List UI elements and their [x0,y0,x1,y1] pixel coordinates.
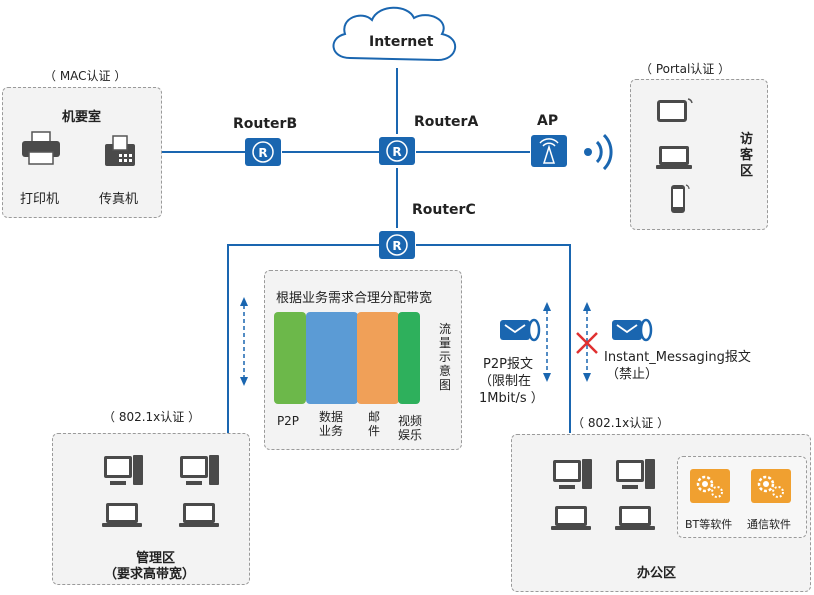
desktop-icon [178,453,222,489]
im-msg-line1: Instant_Messaging报文 [604,350,751,365]
ap-label: AP [537,113,559,129]
server-room-auth: （ MAC认证 ） [44,69,127,83]
desktop-icon [551,457,595,493]
link-c-office [416,244,571,433]
fax-icon [103,134,137,168]
tablet-icon [655,95,695,127]
im-message-icon [610,316,654,344]
p2p-msg-line2: （限制在 [479,374,532,389]
laptop-icon [655,142,695,172]
bt-software-label: BT等软件 [685,518,733,531]
comm-software-label: 通信软件 [747,518,791,531]
laptop-icon [614,503,656,533]
internet-cloud-icon [332,6,456,62]
router-b-icon: R [244,135,282,169]
bar-label-data: 数据业务 [318,410,343,438]
office-auth: （ 802.1x认证 ） [572,416,670,430]
svg-text:R: R [392,145,401,159]
router-a-icon: R [378,134,416,168]
office-title: 办公区 [637,566,677,581]
visitor-title-3: 区 [740,164,754,179]
im-msg-line2: （禁止） [606,367,659,382]
p2p-message-icon [498,316,542,344]
svg-text:R: R [258,146,267,160]
desktop-icon [102,453,146,489]
router-b-label: RouterB [233,116,298,132]
blocked-icon [576,332,598,354]
laptop-icon [178,500,220,530]
visitor-title-2: 客 [740,148,754,163]
bt-software-icon [690,469,730,503]
internet-label: Internet [369,34,434,50]
router-c-icon: R [378,228,416,262]
desktop-icon [614,457,658,493]
mgmt-auth: （ 802.1x认证 ） [103,410,201,424]
fax-label: 传真机 [99,192,139,207]
bandwidth-side-label: 流量示意图 [438,322,451,392]
printer-icon [20,130,62,166]
bandwidth-title: 根据业务需求合理分配带宽 [276,291,433,306]
access-point-icon [530,133,568,169]
link-c-mgmt [227,244,380,433]
bar-label-mail: 邮件 [367,410,380,438]
router-c-label: RouterC [412,202,476,218]
p2p-msg-line3: 1Mbit/s ） [479,391,544,406]
bar-p2p [274,312,306,404]
wifi-signal-icon [584,133,613,171]
comm-software-icon [751,469,791,503]
server-room-title: 机要室 [62,110,102,125]
bar-mail [357,312,399,404]
laptop-icon [101,500,143,530]
phone-icon [668,182,692,216]
bar-video [398,312,420,404]
laptop-icon [550,503,592,533]
mgmt-subtitle: （要求高带宽） [104,567,196,582]
visitor-auth: （ Portal认证 ） [640,62,731,76]
visitor-zone [630,79,768,230]
visitor-title-1: 访 [740,132,754,147]
bar-label-p2p: P2P [276,414,300,428]
mgmt-title: 管理区 [136,551,176,566]
bar-data [306,312,358,404]
svg-text:R: R [392,239,401,253]
router-a-label: RouterA [414,114,479,130]
p2p-msg-line1: P2P报文 [483,357,533,372]
bar-label-video: 视频娱乐 [397,414,422,442]
printer-label: 打印机 [20,192,60,207]
